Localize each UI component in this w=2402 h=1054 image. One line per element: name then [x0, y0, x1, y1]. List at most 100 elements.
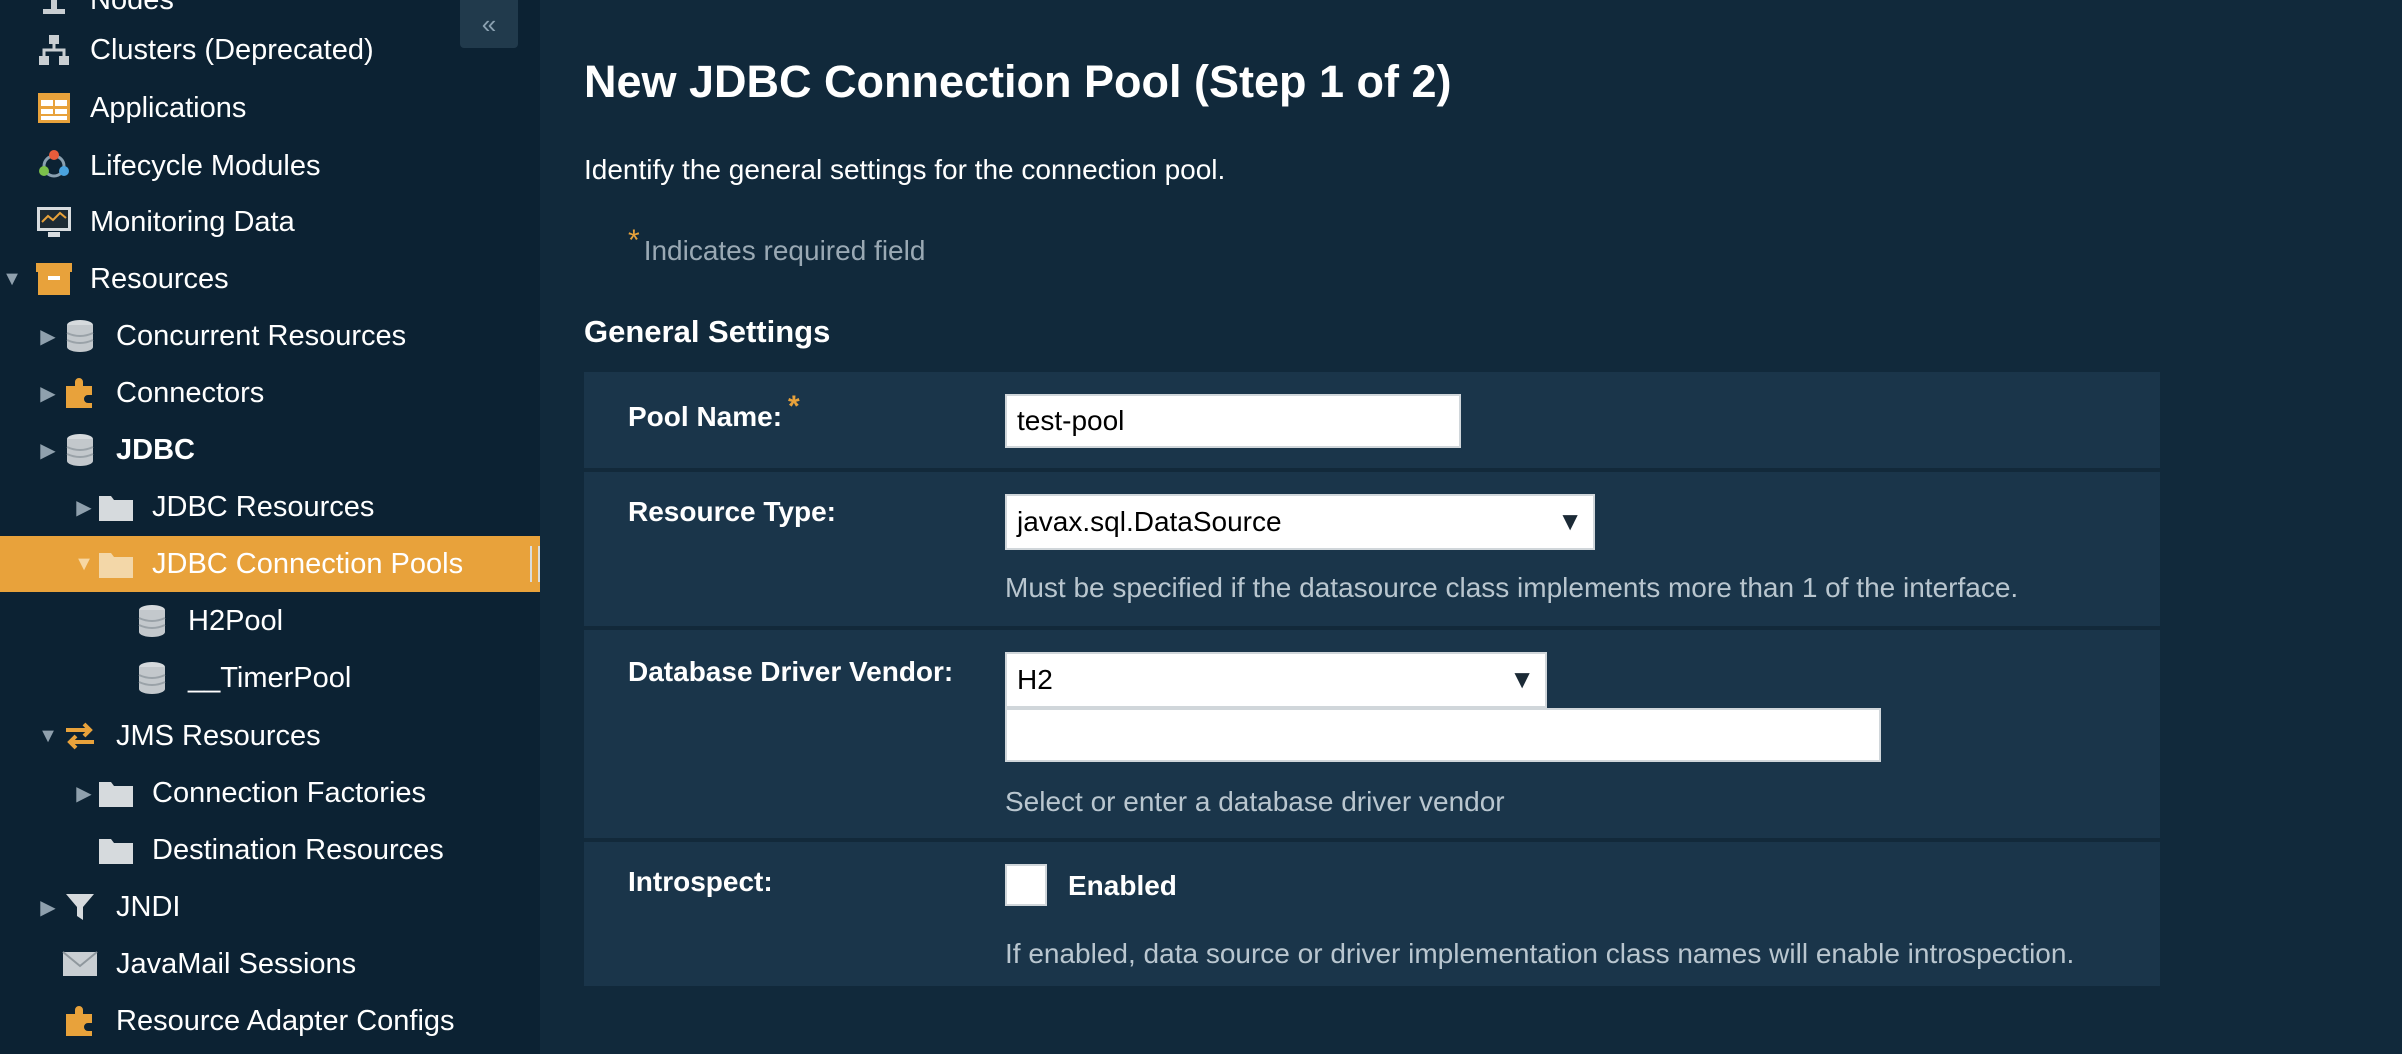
chevron-right-icon[interactable]: ▶	[40, 896, 56, 919]
tree-item-label: Applications	[90, 92, 247, 124]
tree-item-label: JDBC Connection Pools	[152, 548, 464, 580]
chevron-down-icon[interactable]: ▼	[74, 552, 94, 575]
page-help-text: Identify the general settings for the co…	[584, 154, 1226, 185]
chevron-down-icon[interactable]: ▼	[2, 267, 22, 290]
resource-type-row: Resource Type: javax.sql.DataSource ▼ Mu…	[584, 472, 2160, 630]
required-note-text: Indicates required field	[643, 235, 926, 266]
driver-vendor-help: Select or enter a database driver vendor	[1005, 786, 1505, 817]
tree-item-timerpool[interactable]: __TimerPool	[0, 650, 540, 706]
tree-item-label: JMS Resources	[116, 720, 321, 752]
tree-item-label: Monitoring Data	[90, 206, 295, 238]
tree-item-label: JDBC Resources	[152, 491, 375, 523]
tree-item-jdbc[interactable]: ▶ JDBC	[0, 422, 540, 478]
pool-name-label-text: Pool Name:	[628, 401, 783, 432]
tree-item-label: Resources	[90, 263, 229, 295]
navigation-tree: Nodes Clusters (Deprecated) Applications…	[0, 0, 540, 1054]
required-star-icon: *	[628, 224, 640, 257]
tree-item-nodes[interactable]: Nodes	[0, 0, 540, 28]
dropdown-arrow-icon: ▼	[1509, 664, 1535, 694]
tree-item-h2pool[interactable]: H2Pool	[0, 593, 540, 649]
tree-item-label: Nodes	[90, 0, 174, 16]
pool-name-input[interactable]	[1005, 394, 1461, 448]
nodes-icon	[34, 0, 74, 20]
clusters-icon	[34, 30, 74, 70]
required-field-note: *Indicates required field	[628, 224, 926, 268]
chevron-right-icon[interactable]: ▶	[40, 439, 56, 462]
database-icon	[60, 430, 100, 470]
introspect-checkbox[interactable]	[1005, 864, 1047, 906]
chevron-right-icon[interactable]: ▶	[40, 382, 56, 405]
resource-type-selected-value: javax.sql.DataSource	[1017, 506, 1282, 537]
resource-type-help: Must be specified if the datasource clas…	[1005, 572, 2019, 603]
tree-item-jdbc-resources[interactable]: ▶ JDBC Resources	[0, 479, 540, 535]
tree-item-label: Concurrent Resources	[116, 320, 407, 352]
driver-vendor-label: Database Driver Vendor:	[628, 656, 954, 687]
tree-item-label: Destination Resources	[152, 834, 444, 866]
monitor-icon	[34, 202, 74, 242]
tree-item-resource-adapter-configs[interactable]: Resource Adapter Configs	[0, 993, 540, 1049]
tree-item-label: __TimerPool	[188, 662, 352, 694]
folder-icon	[96, 773, 136, 813]
tree-item-applications[interactable]: Applications	[0, 80, 540, 136]
resource-type-select[interactable]: javax.sql.DataSource ▼	[1005, 494, 1595, 550]
driver-vendor-select[interactable]: H2 ▼	[1005, 652, 1547, 708]
driver-vendor-row: Database Driver Vendor: H2 ▼ Select or e…	[584, 630, 2160, 842]
general-settings-panel: Pool Name:* Resource Type: javax.sql.Dat…	[584, 372, 2160, 986]
puzzle-icon	[60, 1001, 100, 1041]
dropdown-arrow-icon: ▼	[1557, 506, 1583, 536]
chevron-right-icon[interactable]: ▶	[40, 325, 56, 348]
tree-item-jdbc-connection-pools[interactable]: ▼ JDBC Connection Pools	[0, 536, 540, 592]
introspect-row: Introspect: Enabled If enabled, data sou…	[584, 842, 2160, 986]
splitter-handle[interactable]	[530, 546, 540, 582]
double-chevron-left-icon: «	[481, 8, 497, 39]
section-title-general-settings: General Settings	[584, 314, 831, 349]
tree-item-destination-resources[interactable]: Destination Resources	[0, 822, 540, 878]
tree-item-jms-resources[interactable]: ▼ JMS Resources	[0, 708, 540, 764]
chevron-right-icon[interactable]: ▶	[76, 496, 92, 519]
driver-vendor-selected-value: H2	[1017, 664, 1053, 695]
chevron-down-icon[interactable]: ▼	[38, 724, 58, 747]
resources-box-icon	[34, 259, 74, 299]
database-icon	[132, 658, 172, 698]
tree-item-label: H2Pool	[188, 605, 284, 637]
chevron-right-icon[interactable]: ▶	[76, 782, 92, 805]
mail-envelope-icon	[60, 944, 100, 984]
introspect-help: If enabled, data source or driver implem…	[1005, 938, 2075, 969]
tree-item-lifecycle-modules[interactable]: Lifecycle Modules	[0, 138, 540, 194]
folder-icon	[96, 830, 136, 870]
introspect-label: Introspect:	[628, 866, 773, 897]
tree-item-jndi[interactable]: ▶ JNDI	[0, 879, 540, 935]
tree-item-label: Connection Factories	[152, 777, 427, 809]
pool-name-label: Pool Name:*	[628, 390, 800, 434]
collapse-sidebar-button[interactable]: «	[460, 0, 518, 48]
applications-icon	[34, 88, 74, 128]
pool-name-row: Pool Name:*	[584, 372, 2160, 472]
filter-funnel-icon	[60, 887, 100, 927]
introspect-enabled-label[interactable]: Enabled	[1068, 870, 1177, 901]
database-icon	[60, 316, 100, 356]
jms-arrows-icon	[60, 716, 100, 756]
tree-item-label: Clusters (Deprecated)	[90, 34, 374, 66]
tree-item-label: JNDI	[116, 891, 181, 923]
main-content: New JDBC Connection Pool (Step 1 of 2) I…	[540, 0, 2402, 1054]
tree-item-label: Resource Adapter Configs	[116, 1005, 455, 1037]
puzzle-icon	[60, 373, 100, 413]
driver-vendor-custom-input[interactable]	[1005, 708, 1881, 762]
folder-icon	[96, 487, 136, 527]
database-icon	[132, 601, 172, 641]
tree-item-label: Lifecycle Modules	[90, 150, 321, 182]
tree-item-connection-factories[interactable]: ▶ Connection Factories	[0, 765, 540, 821]
lifecycle-modules-icon	[34, 146, 74, 186]
tree-item-concurrent-resources[interactable]: ▶ Concurrent Resources	[0, 308, 540, 364]
tree-item-label: JavaMail Sessions	[116, 948, 357, 980]
tree-item-javamail-sessions[interactable]: JavaMail Sessions	[0, 936, 540, 992]
resource-type-label: Resource Type:	[628, 496, 836, 527]
tree-item-clusters[interactable]: Clusters (Deprecated)	[0, 22, 540, 78]
tree-item-connectors[interactable]: ▶ Connectors	[0, 365, 540, 421]
tree-item-monitoring-data[interactable]: Monitoring Data	[0, 194, 540, 250]
folder-icon	[96, 544, 136, 584]
tree-item-label: JDBC	[116, 434, 195, 466]
tree-item-resources[interactable]: ▼ Resources	[0, 251, 540, 307]
page-title: New JDBC Connection Pool (Step 1 of 2)	[584, 56, 1452, 107]
tree-item-label: Connectors	[116, 377, 265, 409]
